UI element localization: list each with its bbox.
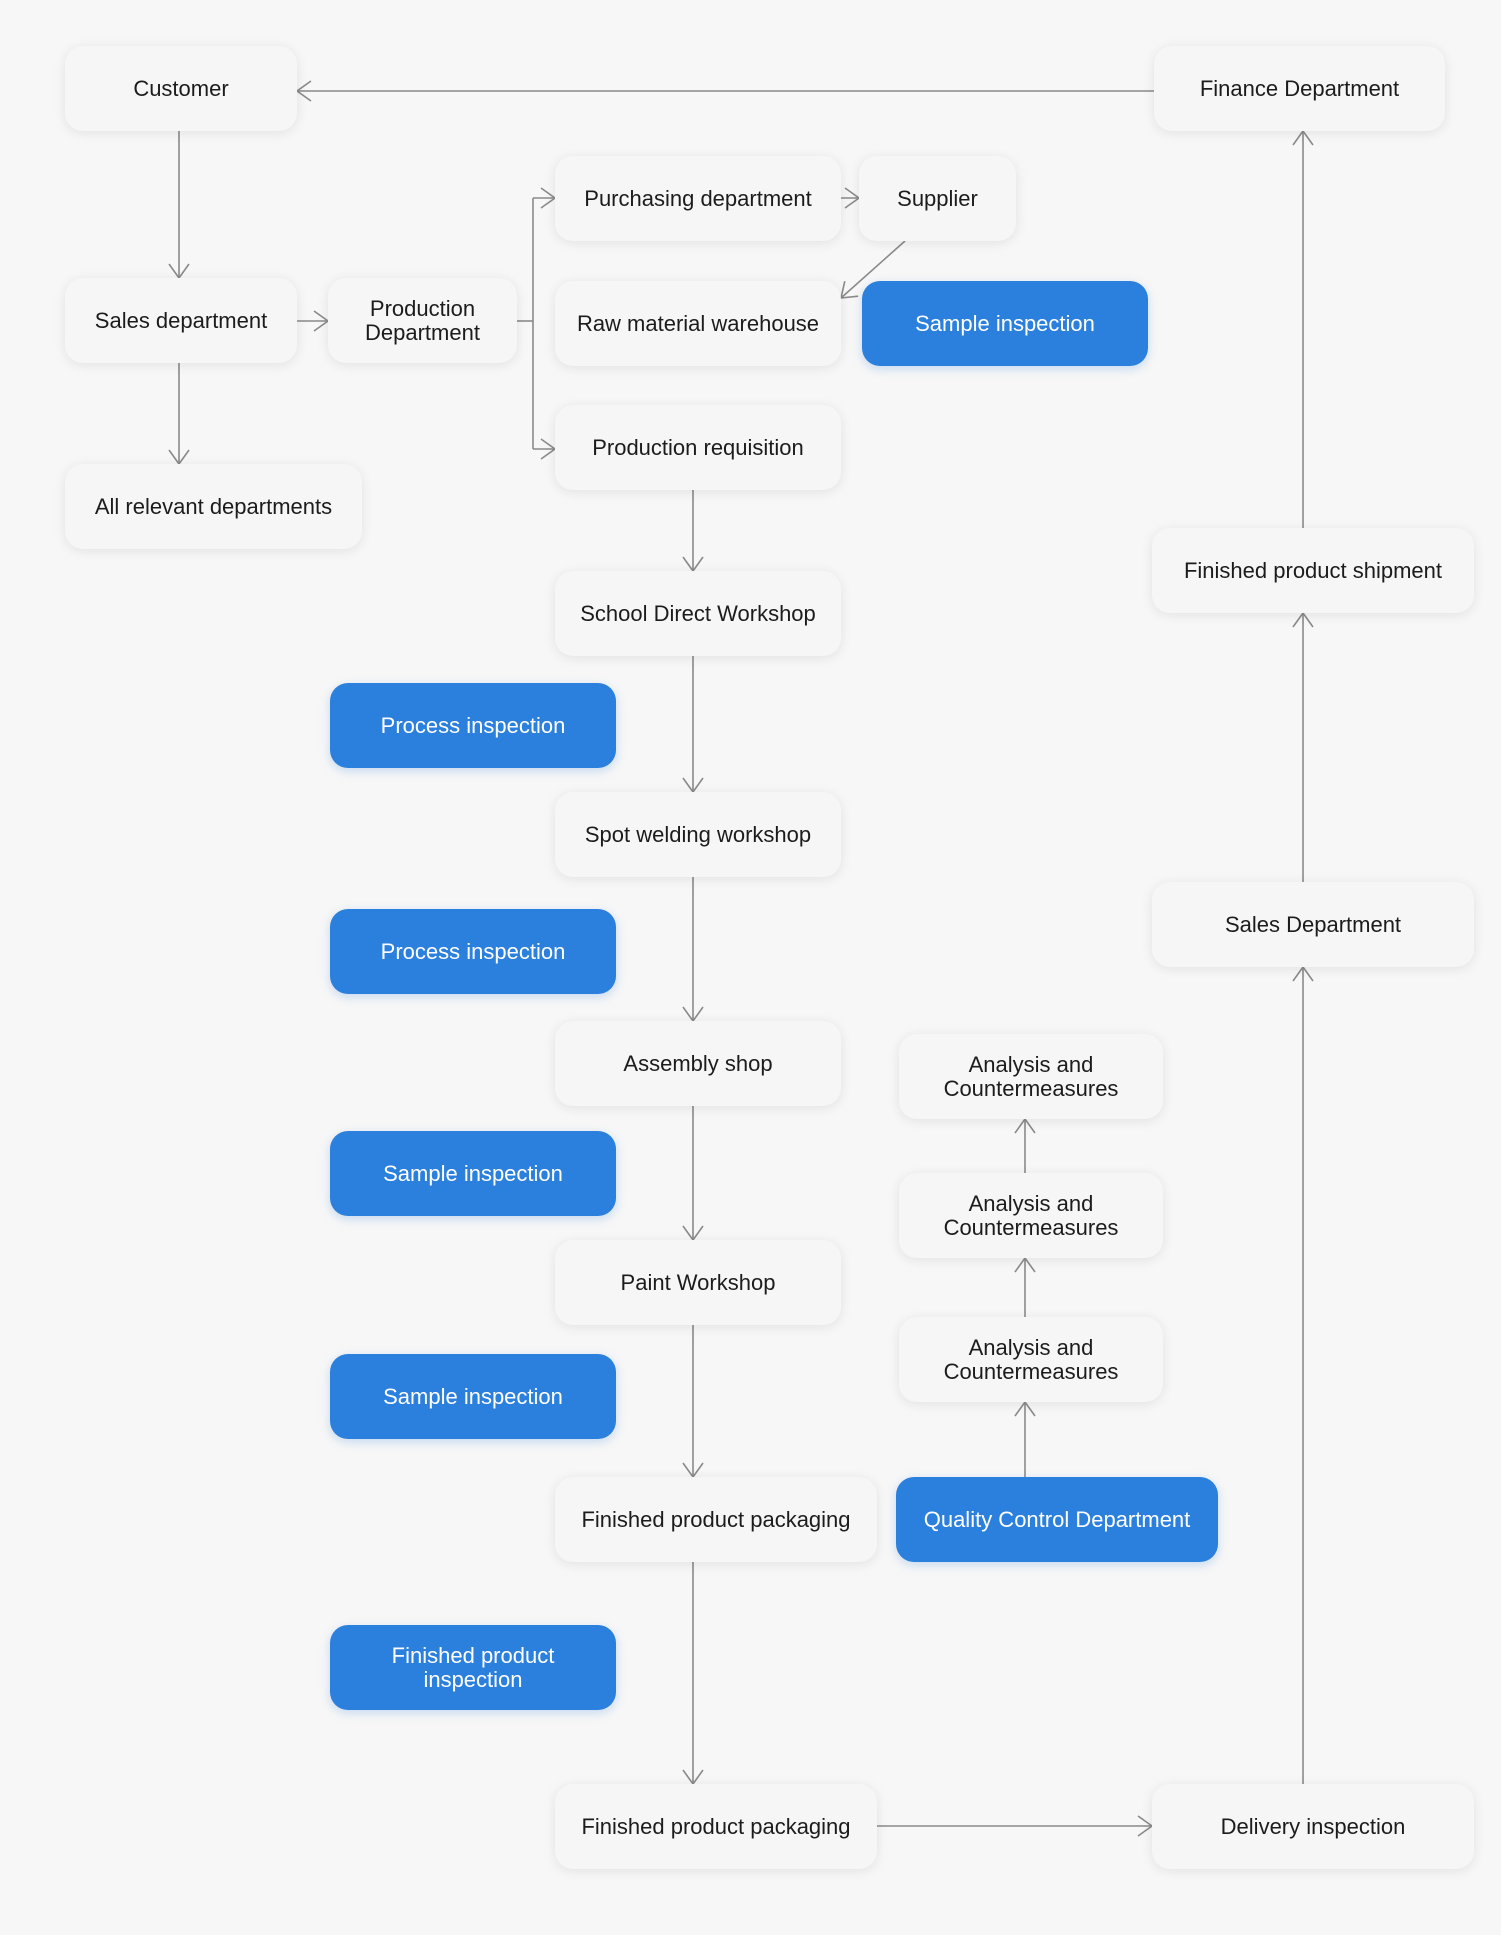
finance-to-customer-connector-arrowhead (295, 80, 312, 102)
finance-department-node[interactable]: Finance Department (1154, 46, 1445, 131)
process-inspection-2-node[interactable]: Process inspection (330, 909, 616, 994)
supplier-node[interactable]: Supplier (859, 156, 1016, 241)
production-requisition-node[interactable]: Production requisition (555, 405, 841, 490)
analysis-countermeasures-2-node[interactable]: Analysis and Countermeasures (899, 1173, 1163, 1258)
sales-department-node[interactable]: Sales department (65, 278, 297, 363)
paint-workshop-node[interactable]: Paint Workshop (555, 1240, 841, 1325)
delivery-inspection-node[interactable]: Delivery inspection (1152, 1784, 1474, 1869)
finished-product-shipment-node[interactable]: Finished product shipment (1152, 528, 1474, 613)
spot-welding-workshop-node[interactable]: Spot welding workshop (555, 792, 841, 877)
finished-product-inspection-node[interactable]: Finished product inspection (330, 1625, 616, 1710)
raw-material-warehouse-node[interactable]: Raw material warehouse (555, 281, 841, 366)
school-direct-workshop-node[interactable]: School Direct Workshop (555, 571, 841, 656)
customer-node[interactable]: Customer (65, 46, 297, 131)
sales-to-shipment-connector-arrowhead (1292, 611, 1314, 628)
delivery-to-sales-connector-arrowhead (1292, 965, 1314, 982)
assembly-shop-node[interactable]: Assembly shop (555, 1021, 841, 1106)
analysis-countermeasures-3-node[interactable]: Analysis and Countermeasures (899, 1317, 1163, 1402)
quality-control-department-node[interactable]: Quality Control Department (896, 1477, 1218, 1562)
analysis2-to-analysis1-connector-arrowhead (1014, 1117, 1036, 1134)
finished-product-packaging-2-node[interactable]: Finished product packaging (555, 1784, 877, 1869)
qc-to-analysis3-connector-arrowhead (1014, 1400, 1036, 1417)
analysis-countermeasures-1-node[interactable]: Analysis and Countermeasures (899, 1034, 1163, 1119)
finished-product-packaging-1-node[interactable]: Finished product packaging (555, 1477, 877, 1562)
production-department-node[interactable]: Production Department (328, 278, 517, 363)
sample-inspection-top-node[interactable]: Sample inspection (862, 281, 1148, 366)
process-inspection-1-node[interactable]: Process inspection (330, 683, 616, 768)
sample-inspection-3-node[interactable]: Sample inspection (330, 1354, 616, 1439)
supplier-to-warehouse-connector-arrowhead (839, 281, 859, 299)
shipment-to-finance-connector-arrowhead (1292, 129, 1314, 146)
analysis3-to-analysis2-connector-arrowhead (1014, 1256, 1036, 1273)
sales-department-right-node[interactable]: Sales Department (1152, 882, 1474, 967)
purchasing-department-node[interactable]: Purchasing department (555, 156, 841, 241)
sample-inspection-2-node[interactable]: Sample inspection (330, 1131, 616, 1216)
supplier-to-warehouse-connector (840, 240, 906, 299)
all-relevant-departments-node[interactable]: All relevant departments (65, 464, 362, 549)
